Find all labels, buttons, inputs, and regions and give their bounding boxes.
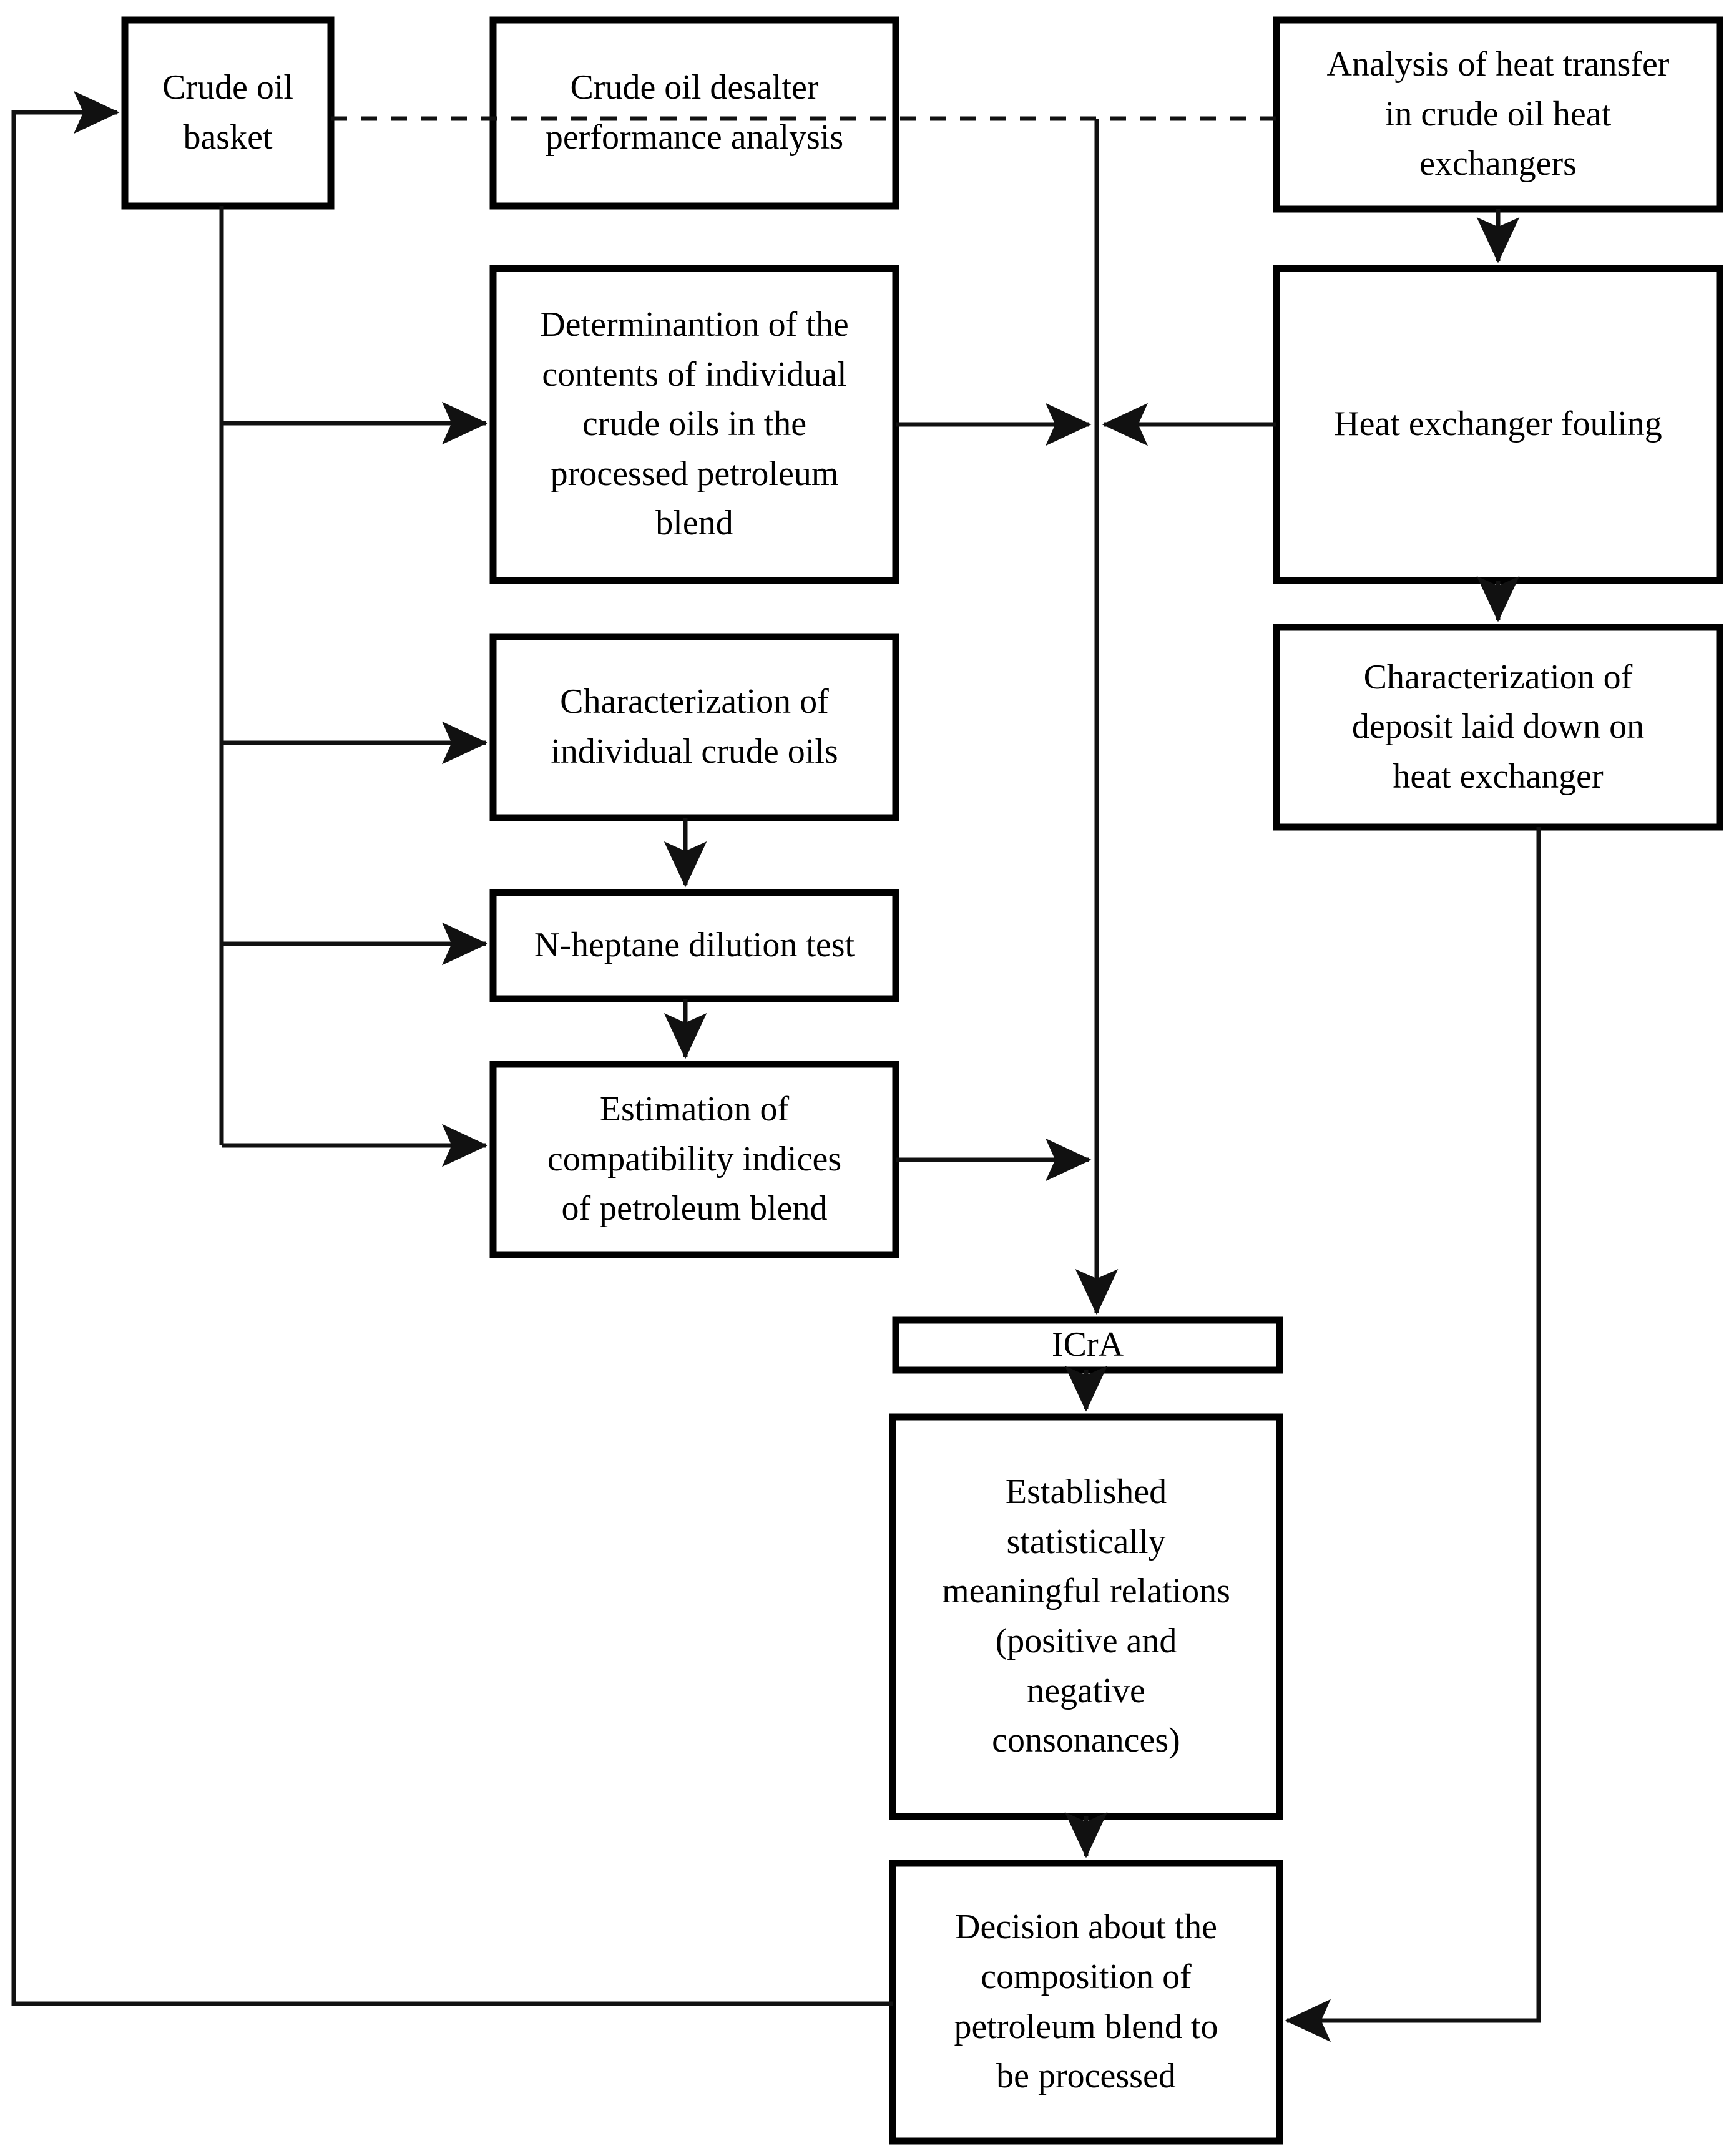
box-decision-about-composition[interactable] [889, 1860, 1283, 2145]
box-heat-exchanger-fouling[interactable] [1273, 265, 1723, 584]
box-characterization-of-deposit[interactable] [1273, 624, 1723, 831]
box-established-relations[interactable] [889, 1413, 1283, 1820]
box-n-heptane-dilution-test[interactable] [489, 889, 899, 1002]
box-analysis-of-heat-transfer[interactable] [1273, 16, 1723, 213]
box-estimation-of-compatibility-indices[interactable] [489, 1061, 899, 1258]
node-boxes [121, 16, 1723, 2145]
box-determination-of-contents[interactable] [489, 265, 899, 584]
box-crude-oil-desalter-performance-analysis[interactable] [489, 16, 899, 210]
box-icra[interactable] [892, 1316, 1283, 1374]
box-crude-oil-basket[interactable] [121, 16, 335, 210]
box-characterization-of-individual-crude-oils[interactable] [489, 633, 899, 821]
edge-deposit-to-decision [1285, 827, 1541, 2042]
edge-decision-feedback-to-basket [11, 91, 893, 2006]
connectors [11, 91, 1541, 2042]
